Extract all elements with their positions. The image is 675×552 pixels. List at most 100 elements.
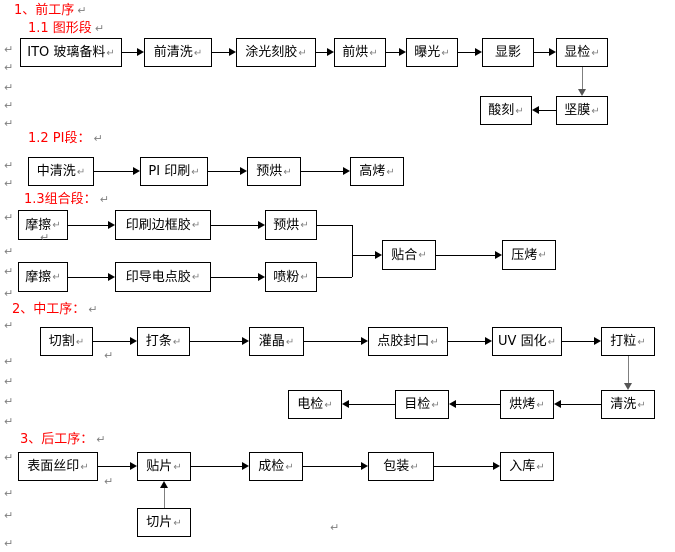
flow-node-visual-inspection[interactable]: 目检↵ bbox=[395, 390, 449, 419]
flow-node-photoresist-coating[interactable]: 涂光刻胶↵ bbox=[236, 38, 316, 67]
flow-node-uv-curing[interactable]: UV 固化↵ bbox=[492, 327, 562, 356]
merge-to-lamination-line bbox=[352, 255, 376, 256]
dotglue-to-powder-line bbox=[211, 277, 259, 278]
midclean-to-piprint-line bbox=[94, 171, 134, 172]
flow-node-pre-bake-assy[interactable]: 预烘↵ bbox=[265, 210, 317, 240]
flow-node-final-inspection[interactable]: 成检↵ bbox=[249, 452, 303, 481]
paragraph-mark-icon: ↵ bbox=[637, 336, 646, 348]
inspect-to-hardbake-arrowhead bbox=[578, 89, 586, 96]
flow-node-chip-breaking[interactable]: 打粒↵ bbox=[601, 327, 655, 356]
paragraph-mark-icon: ↵ bbox=[4, 159, 14, 172]
flow-node-label: PI 印刷 bbox=[148, 164, 191, 179]
flow-node-label: 切片 bbox=[146, 515, 173, 530]
section-1-3-heading: 1.3组合段：↵ bbox=[24, 192, 109, 207]
heading-text: 1、前工序 bbox=[14, 3, 75, 18]
flow-node-pre-clean[interactable]: 前清洗↵ bbox=[144, 38, 212, 67]
flow-node-baking[interactable]: 烘烤↵ bbox=[500, 390, 554, 419]
lamination-to-pressbake-arrowhead bbox=[495, 251, 502, 259]
paragraph-mark-icon: ↵ bbox=[4, 509, 14, 522]
flow-node-hard-bake[interactable]: 坚膜↵ bbox=[556, 96, 608, 125]
paragraph-mark-icon: ↵ bbox=[430, 336, 439, 348]
flow-node-surface-silk-print[interactable]: 表面丝印↵ bbox=[18, 452, 98, 481]
flow-node-washing[interactable]: 清洗↵ bbox=[601, 390, 655, 419]
flow-node-label: ITO 玻璃备料 bbox=[27, 45, 106, 60]
sealing-to-uv-line bbox=[448, 341, 486, 342]
piprint-to-prebake-arrowhead bbox=[240, 167, 247, 175]
flow-node-bar-breaking[interactable]: 打条↵ bbox=[137, 327, 190, 356]
flow-node-develop-inspect[interactable]: 显检↵ bbox=[556, 38, 608, 67]
paragraph-mark-icon: ↵ bbox=[191, 166, 200, 178]
flow-node-label: 包装 bbox=[383, 459, 410, 474]
silkprint-to-bonding-arrowhead bbox=[130, 462, 137, 470]
flow-node-label: 前烘 bbox=[342, 45, 369, 60]
flow-node-develop[interactable]: 显影 bbox=[482, 38, 534, 67]
visual-to-electrical-line bbox=[348, 404, 395, 405]
slicing-to-bonding-line bbox=[164, 487, 165, 508]
flow-node-conductive-dot-glue[interactable]: 印导电点胶↵ bbox=[115, 262, 211, 292]
develop-to-inspect-arrowhead bbox=[549, 48, 556, 56]
flow-node-pre-bake[interactable]: 前烘↵ bbox=[334, 38, 386, 67]
paragraph-mark-icon: ↵ bbox=[173, 461, 182, 473]
bonding-to-final-arrowhead bbox=[242, 462, 249, 470]
flow-node-packaging[interactable]: 包装↵ bbox=[368, 452, 434, 481]
flow-node-cutting[interactable]: 切割↵ bbox=[40, 327, 93, 356]
flow-node-label: 压烤 bbox=[511, 247, 538, 263]
uv-to-chip-line bbox=[562, 341, 595, 342]
rubbing2-to-dotglue-line bbox=[68, 277, 109, 278]
coating-to-prebake-line bbox=[316, 52, 328, 53]
slicing-to-bonding-arrowhead bbox=[160, 481, 168, 488]
paragraph-mark-icon: ↵ bbox=[591, 105, 600, 117]
paragraph-mark-icon: ↵ bbox=[591, 47, 600, 59]
section-1-2-heading: 1.2 PI段：↵ bbox=[28, 131, 103, 146]
flow-node-warehousing[interactable]: 入库↵ bbox=[500, 452, 554, 481]
section-3-heading: 3、后工序：↵ bbox=[20, 432, 106, 447]
flow-node-label: 打条 bbox=[145, 334, 172, 349]
paragraph-mark-icon: ↵ bbox=[285, 461, 294, 473]
flow-node-label: 摩擦 bbox=[25, 269, 52, 285]
flow-node-lc-filling[interactable]: 灌晶↵ bbox=[249, 327, 304, 356]
flow-node-lamination[interactable]: 贴合↵ bbox=[382, 240, 436, 270]
rubbing-to-sealprint-line bbox=[68, 225, 109, 226]
paragraph-mark-icon: ↵ bbox=[4, 487, 14, 500]
flow-node-slicing[interactable]: 切片↵ bbox=[137, 508, 191, 537]
flow-node-pre-bake-pi[interactable]: 预烘↵ bbox=[247, 157, 301, 186]
flow-node-ito-glass-prep[interactable]: ITO 玻璃备料↵ bbox=[20, 38, 122, 67]
baking-to-visual-arrowhead bbox=[449, 400, 456, 408]
flow-node-electrical-test[interactable]: 电检↵ bbox=[288, 390, 342, 419]
flow-node-rubbing-top[interactable]: 摩擦↵ bbox=[18, 210, 68, 240]
paragraph-mark-icon: ↵ bbox=[4, 99, 14, 112]
flow-node-acid-etch[interactable]: 酸刻↵ bbox=[480, 96, 532, 125]
flow-node-glue-sealing[interactable]: 点胶封口↵ bbox=[368, 327, 448, 356]
paragraph-mark-icon: ↵ bbox=[4, 177, 14, 190]
baking-to-visual-line bbox=[455, 404, 500, 405]
bonding-to-final-line bbox=[191, 466, 243, 467]
heading-text: 1.3组合段： bbox=[24, 192, 97, 207]
flow-node-exposure[interactable]: 曝光↵ bbox=[406, 38, 458, 67]
packaging-to-warehouse-line bbox=[434, 466, 494, 467]
paragraph-mark-icon: ↵ bbox=[538, 250, 547, 261]
chip-to-washing-arrowhead bbox=[624, 383, 632, 390]
flow-node-label: 酸刻 bbox=[488, 103, 515, 118]
paragraph-mark-icon: ↵ bbox=[80, 461, 89, 473]
flow-node-rubbing-bottom[interactable]: 摩擦↵ bbox=[18, 262, 68, 292]
flow-node-seal-printing[interactable]: 印刷边框胶↵ bbox=[115, 210, 211, 240]
chip-to-washing-line bbox=[628, 356, 629, 384]
paragraph-mark-icon: ↵ bbox=[40, 231, 50, 244]
flow-node-label: 点胶封口 bbox=[377, 334, 430, 349]
section-1-1-heading: 1.1 图形段↵ bbox=[28, 21, 104, 36]
lamination-to-pressbake-line bbox=[436, 255, 496, 256]
flow-node-label: 显影 bbox=[494, 45, 521, 60]
flow-node-label: 曝光 bbox=[414, 45, 441, 60]
flow-node-mid-clean[interactable]: 中清洗↵ bbox=[28, 157, 94, 186]
flow-node-press-bake[interactable]: 压烤↵ bbox=[502, 240, 556, 270]
flow-node-cob-bonding[interactable]: 贴片↵ bbox=[137, 452, 191, 481]
flow-node-high-bake[interactable]: 高烤↵ bbox=[350, 157, 404, 186]
paragraph-mark-icon: ↵ bbox=[104, 349, 114, 362]
uv-to-chip-arrowhead bbox=[594, 337, 601, 345]
bar-to-filling-line bbox=[190, 341, 243, 342]
paragraph-mark-icon: ↵ bbox=[547, 336, 556, 348]
sealprint-to-prebake-arrowhead bbox=[258, 221, 265, 229]
flow-node-pi-printing[interactable]: PI 印刷↵ bbox=[140, 157, 208, 186]
flow-node-powder-spray[interactable]: 喷粉↵ bbox=[265, 262, 317, 292]
